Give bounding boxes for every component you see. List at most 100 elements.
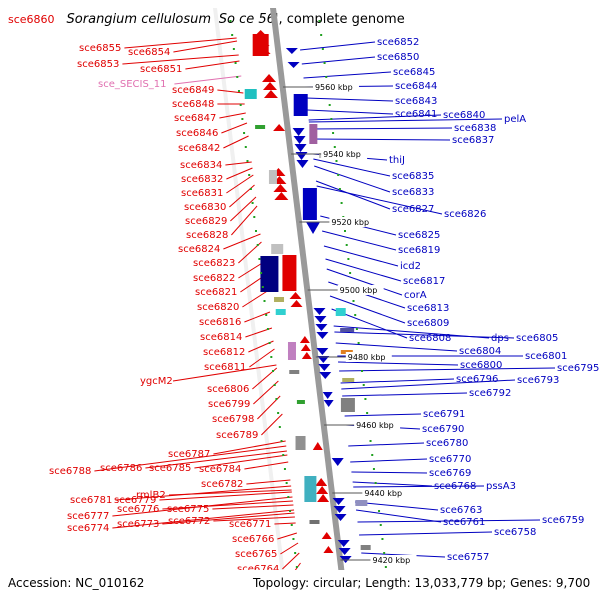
gene-label-left[interactable]: sce6846 — [176, 128, 218, 139]
gene-label-right[interactable]: sce6804 — [459, 346, 501, 357]
reverse-gene-arrow[interactable] — [332, 498, 345, 505]
reverse-gene-arrow[interactable] — [292, 128, 305, 136]
gene-label-left[interactable]: sce6848 — [172, 99, 214, 110]
gene-label-left[interactable]: sce6830 — [184, 202, 226, 213]
gene-label-left[interactable]: sce6788 — [49, 466, 91, 477]
reverse-gene-arrow[interactable] — [285, 48, 298, 54]
forward-gene-arrow[interactable] — [273, 124, 286, 131]
gene-label-left[interactable]: sce6766 — [232, 534, 274, 545]
gene-label-right[interactable]: sce6844 — [395, 81, 437, 92]
gene-block-grey[interactable] — [268, 170, 277, 184]
reverse-gene-arrow[interactable] — [317, 356, 330, 363]
forward-gene-arrow[interactable] — [315, 478, 328, 486]
gene-label-left[interactable]: sce6851 — [140, 64, 182, 75]
forward-gene-arrow[interactable] — [262, 74, 277, 82]
gene-label-left[interactable]: sce6811 — [204, 362, 246, 373]
gene-label-right[interactable]: sce6838 — [454, 123, 496, 134]
forward-gene-arrow[interactable] — [316, 486, 329, 494]
gene-block-mixed[interactable] — [287, 342, 296, 360]
forward-gene-arrow[interactable] — [300, 344, 311, 351]
gene-label-left[interactable]: sce6816 — [199, 317, 241, 328]
gene-label-left[interactable]: sce6782 — [201, 479, 243, 490]
gene-label-right[interactable]: sce6841 — [395, 109, 437, 120]
gene-block-cyan[interactable] — [275, 309, 286, 315]
gene-label-left[interactable]: sce6847 — [174, 113, 216, 124]
gene-label-right[interactable]: sce6850 — [377, 52, 419, 63]
gene-label-right[interactable]: sce6845 — [393, 67, 435, 78]
gene-label-right[interactable]: thiJ — [389, 155, 405, 166]
gene-label-right[interactable]: sce6768 — [434, 481, 476, 492]
gene-label-left[interactable]: sce6799 — [208, 399, 250, 410]
reverse-gene-arrow[interactable] — [318, 364, 331, 371]
forward-gene-block[interactable] — [252, 34, 269, 56]
gene-block-grey[interactable] — [360, 545, 371, 550]
reverse-gene-block[interactable] — [293, 94, 308, 116]
gene-block-olive[interactable] — [342, 378, 355, 382]
reverse-gene-arrow[interactable] — [313, 308, 326, 315]
gene-label-left[interactable]: sce6781 — [70, 495, 112, 506]
forward-gene-arrow[interactable] — [289, 292, 302, 299]
gene-label-right[interactable]: sce6792 — [469, 388, 511, 399]
reverse-gene-arrow[interactable] — [337, 540, 350, 547]
reverse-gene-arrow[interactable] — [331, 458, 344, 466]
gene-label-right[interactable]: sce6837 — [452, 135, 494, 146]
gene-label-right[interactable]: sce6819 — [398, 245, 440, 256]
reverse-gene-arrow[interactable] — [306, 222, 321, 234]
gene-label-left[interactable]: sce6787 — [168, 449, 210, 460]
reverse-gene-arrow[interactable] — [314, 316, 327, 323]
gene-label-right[interactable]: sce6825 — [398, 230, 440, 241]
gene-label-left[interactable]: sce6789 — [216, 430, 258, 441]
reverse-gene-arrow[interactable] — [316, 332, 329, 339]
gene-label-right[interactable]: dps — [491, 333, 509, 344]
gene-label-left[interactable]: sce6855 — [79, 43, 121, 54]
forward-gene-arrow[interactable] — [274, 192, 289, 200]
gene-label-right[interactable]: sce6796 — [456, 374, 498, 385]
gene-block-navy[interactable] — [260, 256, 279, 292]
gene-label-left[interactable]: sce6764 — [237, 564, 279, 575]
gene-label-left[interactable]: sce6820 — [197, 302, 239, 313]
gene-label-left[interactable]: sce6849 — [172, 85, 214, 96]
gene-label-left[interactable]: sce6829 — [185, 216, 227, 227]
gene-label-right[interactable]: sce6790 — [422, 424, 464, 435]
reverse-gene-arrow[interactable] — [315, 324, 328, 331]
reverse-gene-arrow[interactable] — [316, 348, 329, 355]
gene-label-right[interactable]: corA — [404, 290, 427, 301]
gene-label-right[interactable]: icd2 — [400, 261, 421, 272]
reverse-gene-arrow[interactable] — [322, 392, 333, 399]
gene-label-right[interactable]: sce6843 — [395, 96, 437, 107]
reverse-gene-arrow[interactable] — [287, 62, 300, 68]
gene-label-right[interactable]: sce6761 — [443, 517, 485, 528]
gene-label-right[interactable]: sce6800 — [460, 360, 502, 371]
gene-block-grey[interactable] — [355, 500, 368, 506]
gene-label-left[interactable]: sce6773 — [117, 519, 159, 530]
forward-gene-arrow[interactable] — [323, 546, 334, 553]
forward-gene-arrow[interactable] — [321, 532, 332, 539]
forward-gene-arrow[interactable] — [312, 442, 323, 450]
gene-label-right[interactable]: sce6808 — [409, 333, 451, 344]
gene-label-right[interactable]: sce6813 — [407, 303, 449, 314]
gene-label-left[interactable]: sce6821 — [195, 287, 237, 298]
title-prefix-label[interactable]: sce6860 — [8, 13, 55, 26]
gene-label-right[interactable]: sce6817 — [403, 276, 445, 287]
reverse-gene-arrow[interactable] — [323, 400, 334, 407]
gene-label-left[interactable]: sce6775 — [167, 504, 209, 515]
gene-label-left[interactable]: sce6854 — [128, 47, 170, 58]
gene-label-left[interactable]: sce6822 — [193, 273, 235, 284]
gene-label-left[interactable]: sce6812 — [203, 347, 245, 358]
gene-label-right[interactable]: sce6793 — [517, 375, 559, 386]
forward-gene-arrow[interactable] — [301, 352, 312, 359]
reverse-gene-arrow[interactable] — [296, 160, 309, 168]
gene-label-left[interactable]: sce6774 — [67, 523, 109, 534]
gene-label-right[interactable]: pssA3 — [486, 481, 516, 492]
gene-label-left[interactable]: sce6771 — [229, 519, 271, 530]
gene-label-left[interactable]: sce6765 — [235, 549, 277, 560]
gene-label-left[interactable]: sce6853 — [77, 59, 119, 70]
gene-label-left[interactable]: sce6828 — [186, 230, 228, 241]
gene-label-left[interactable]: sce6779 — [114, 495, 156, 506]
gene-label-left[interactable]: sce6834 — [180, 160, 222, 171]
gene-label-left[interactable]: sce6814 — [200, 332, 242, 343]
gene-label-left[interactable]: rmlB2 — [136, 490, 166, 501]
gene-label-right[interactable]: sce6770 — [429, 454, 471, 465]
gene-label-left[interactable]: sce6823 — [193, 258, 235, 269]
reverse-gene-arrow[interactable] — [333, 506, 346, 513]
